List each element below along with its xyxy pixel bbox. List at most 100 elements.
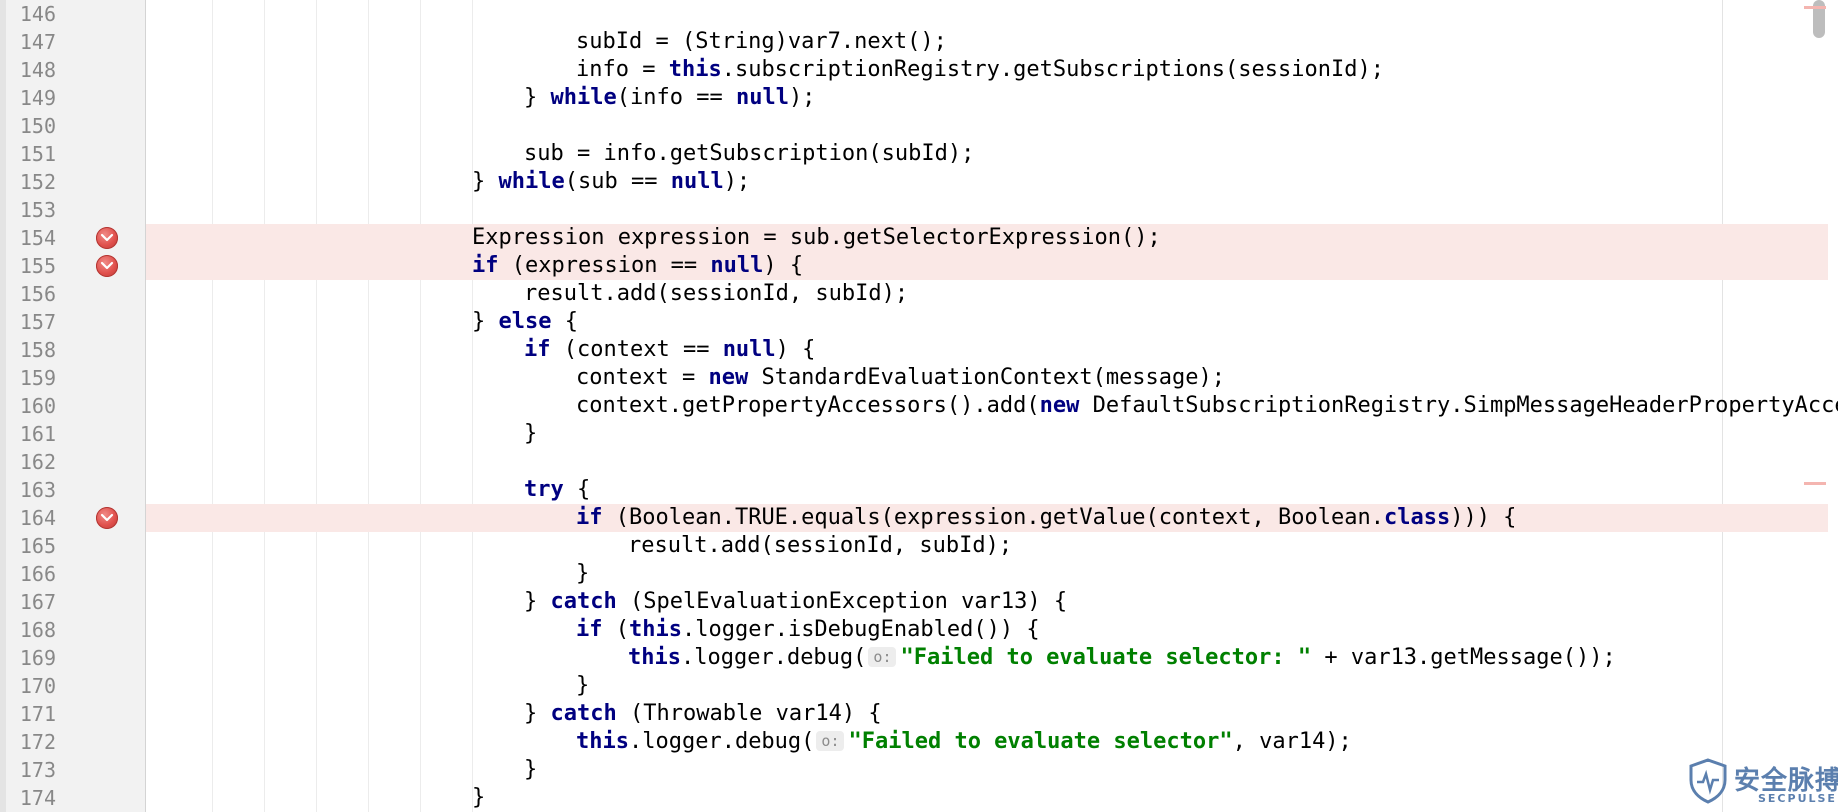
code-text[interactable]: } while(sub == null);	[472, 168, 750, 196]
line-number[interactable]: 173	[19, 758, 56, 782]
keyword-token: catch	[550, 589, 617, 614]
code-line[interactable]: 153	[0, 196, 1838, 224]
code-line[interactable]: 161}	[0, 420, 1838, 448]
code-text[interactable]: }	[576, 672, 589, 700]
line-number[interactable]: 154	[19, 226, 56, 250]
code-text[interactable]: if (expression == null) {	[472, 252, 803, 280]
code-text[interactable]: context.getPropertyAccessors().add(new D…	[576, 392, 1838, 420]
line-number[interactable]: 162	[19, 450, 56, 474]
code-text[interactable]: }	[524, 420, 537, 448]
code-text[interactable]: if (Boolean.TRUE.equals(expression.getVa…	[576, 504, 1516, 532]
code-text[interactable]: if (context == null) {	[524, 336, 815, 364]
code-line[interactable]: 152 } while(sub == null);	[0, 168, 1838, 196]
code-text[interactable]: this.logger.debug(o:"Failed to evaluate …	[628, 644, 1616, 672]
line-number[interactable]: 148	[19, 58, 56, 82]
line-number[interactable]: 172	[19, 730, 56, 754]
line-number[interactable]: 171	[19, 702, 56, 726]
line-number[interactable]: 167	[19, 590, 56, 614]
vertical-scrollbar-thumb[interactable]	[1813, 0, 1825, 38]
line-number[interactable]: 150	[19, 114, 56, 138]
line-gutter[interactable]	[0, 0, 146, 812]
line-number[interactable]: 149	[19, 86, 56, 110]
line-number[interactable]: 166	[19, 562, 56, 586]
code-text[interactable]: subId = (String)var7.next();	[576, 28, 947, 56]
code-line[interactable]: 158 if (context == null) {	[0, 336, 1838, 364]
code-line[interactable]: 166}	[0, 560, 1838, 588]
code-line[interactable]: 157 } else {	[0, 308, 1838, 336]
code-line[interactable]: 150	[0, 112, 1838, 140]
line-number[interactable]: 151	[19, 142, 56, 166]
code-token: DefaultSubscriptionRegistry.SimpMessageH…	[1079, 393, 1838, 418]
code-line[interactable]: 174}	[0, 784, 1838, 812]
code-text[interactable]: sub = info.getSubscription(subId);	[524, 140, 974, 168]
line-number[interactable]: 163	[19, 478, 56, 502]
code-text[interactable]: if (this.logger.isDebugEnabled()) {	[576, 616, 1040, 644]
scrollbar-breakpoint-marker[interactable]	[1804, 482, 1826, 485]
line-number[interactable]: 158	[19, 338, 56, 362]
line-number[interactable]: 165	[19, 534, 56, 558]
code-text[interactable]: } catch (Throwable var14) {	[524, 700, 882, 728]
line-number[interactable]: 161	[19, 422, 56, 446]
line-number[interactable]: 147	[19, 30, 56, 54]
breakpoint-icon[interactable]	[96, 507, 118, 529]
breakpoint-line[interactable]: 154 Expression expression = sub.getSelect…	[0, 224, 1838, 252]
code-line[interactable]: 160 context.getPropertyAccessors().add(ne…	[0, 392, 1838, 420]
code-line[interactable]: 163 try {	[0, 476, 1838, 504]
code-text[interactable]: result.add(sessionId, subId);	[628, 532, 1012, 560]
line-number[interactable]: 159	[19, 366, 56, 390]
code-text[interactable]: } else {	[472, 308, 578, 336]
code-line[interactable]: 146	[0, 0, 1838, 28]
code-line[interactable]: 156 result.add(sessionId, subId);	[0, 280, 1838, 308]
line-number[interactable]: 153	[19, 198, 56, 222]
line-number[interactable]: 157	[19, 310, 56, 334]
breakpoint-icon[interactable]	[96, 227, 118, 249]
code-line[interactable]: 149 } while(info == null);	[0, 84, 1838, 112]
code-line[interactable]: 148 info = this.subscriptionRegistry.getS…	[0, 56, 1838, 84]
code-text[interactable]: try {	[524, 476, 590, 504]
code-line[interactable]: 173}	[0, 756, 1838, 784]
code-token: context =	[576, 365, 709, 390]
breakpoint-line-highlight	[146, 252, 1828, 280]
code-line[interactable]: 151 sub = info.getSubscription(subId);	[0, 140, 1838, 168]
code-text[interactable]: } while(info == null);	[524, 84, 815, 112]
line-number[interactable]: 156	[19, 282, 56, 306]
code-line[interactable]: 171 } catch (Throwable var14) {	[0, 700, 1838, 728]
code-text[interactable]: this.logger.debug(o:"Failed to evaluate …	[576, 728, 1352, 756]
code-line[interactable]: 172 this.logger.debug(o:"Failed to evalua…	[0, 728, 1838, 756]
breakpoint-line[interactable]: 155 if (expression == null) {	[0, 252, 1838, 280]
line-number[interactable]: 174	[19, 786, 56, 810]
breakpoint-icon[interactable]	[96, 255, 118, 277]
code-line[interactable]: 168 if (this.logger.isDebugEnabled()) {	[0, 616, 1838, 644]
code-text[interactable]: } catch (SpelEvaluationException var13) …	[524, 588, 1067, 616]
code-text[interactable]: }	[472, 784, 485, 812]
scrollbar-breakpoint-marker[interactable]	[1804, 6, 1826, 9]
code-line[interactable]: 167 } catch (SpelEvaluationException var1…	[0, 588, 1838, 616]
line-number[interactable]: 170	[19, 674, 56, 698]
line-number[interactable]: 155	[19, 254, 56, 278]
code-line[interactable]: 170}	[0, 672, 1838, 700]
code-line[interactable]: 169 this.logger.debug(o:"Failed to evalua…	[0, 644, 1838, 672]
code-text[interactable]: result.add(sessionId, subId);	[524, 280, 908, 308]
line-number[interactable]: 168	[19, 618, 56, 642]
line-number[interactable]: 160	[19, 394, 56, 418]
code-text[interactable]: Expression expression = sub.getSelectorE…	[472, 224, 1161, 252]
line-number[interactable]: 146	[19, 2, 56, 26]
code-token: .logger.debug(	[628, 729, 815, 754]
code-text[interactable]: info = this.subscriptionRegistry.getSubs…	[576, 56, 1384, 84]
code-text[interactable]: context = new StandardEvaluationContext(…	[576, 364, 1225, 392]
line-number[interactable]: 152	[19, 170, 56, 194]
parameter-hint: o:	[816, 731, 845, 751]
breakpoint-line[interactable]: 164 if (Boolean.TRUE.equals(expression.ge…	[0, 504, 1838, 532]
code-token: {	[563, 477, 591, 502]
line-number[interactable]: 169	[19, 646, 56, 670]
code-text[interactable]: }	[576, 560, 589, 588]
code-text[interactable]: }	[524, 756, 537, 784]
line-number[interactable]: 164	[19, 506, 56, 530]
keyword-token: this	[576, 729, 629, 754]
code-line[interactable]: 162	[0, 448, 1838, 476]
code-line[interactable]: 147 subId = (String)var7.next();	[0, 28, 1838, 56]
breakpoint-line-highlight	[146, 504, 1828, 532]
code-line[interactable]: 159 context = new StandardEvaluationConte…	[0, 364, 1838, 392]
code-line[interactable]: 165 result.add(sessionId, subId);	[0, 532, 1838, 560]
